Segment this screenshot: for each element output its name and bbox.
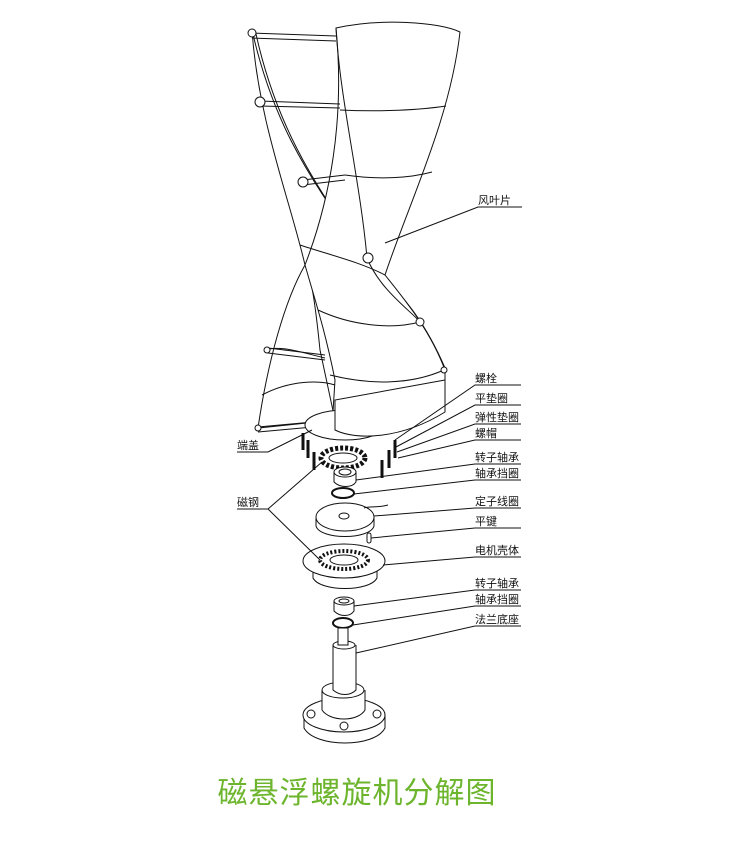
label-flange-base: 法兰底座	[475, 612, 519, 626]
label-flat-key: 平键	[475, 514, 497, 528]
flat-key	[366, 532, 372, 544]
bearing-retainer-top	[331, 487, 355, 499]
rotor-bearing-bottom	[333, 596, 355, 616]
motor-housing	[302, 543, 386, 589]
label-bearing-retainer-bottom: 轴承挡圈	[475, 592, 519, 606]
magnet-ring	[318, 445, 368, 471]
label-rotor-bearing-bottom: 转子轴承	[475, 576, 519, 590]
label-nut: 螺帽	[475, 427, 497, 440]
label-end-cap: 端盖	[237, 438, 259, 452]
label-magnet: 磁钢	[237, 496, 259, 509]
label-blade: 风叶片	[478, 194, 511, 207]
end-cap	[304, 379, 446, 441]
label-flat-washer: 平垫圈	[475, 391, 508, 405]
bearing-retainer-bottom	[332, 617, 354, 629]
turbine-blades	[247, 21, 461, 433]
diagram-title: 磁悬浮螺旋机分解图	[217, 776, 497, 811]
label-stator-coil: 定子线圈	[475, 494, 519, 508]
flange-base	[302, 627, 386, 744]
leader-lines	[237, 206, 522, 654]
stator-coil	[315, 502, 389, 537]
rotor-bearing-top	[333, 466, 357, 487]
label-spring-washer: 弹性垫圈	[475, 410, 519, 424]
label-bearing-retainer-top: 轴承挡圈	[475, 466, 519, 480]
bolts	[301, 433, 397, 478]
label-bolt: 螺栓	[475, 371, 497, 385]
label-rotor-bearing-top: 转子轴承	[475, 450, 519, 464]
label-motor-housing: 电机壳体	[475, 543, 519, 557]
